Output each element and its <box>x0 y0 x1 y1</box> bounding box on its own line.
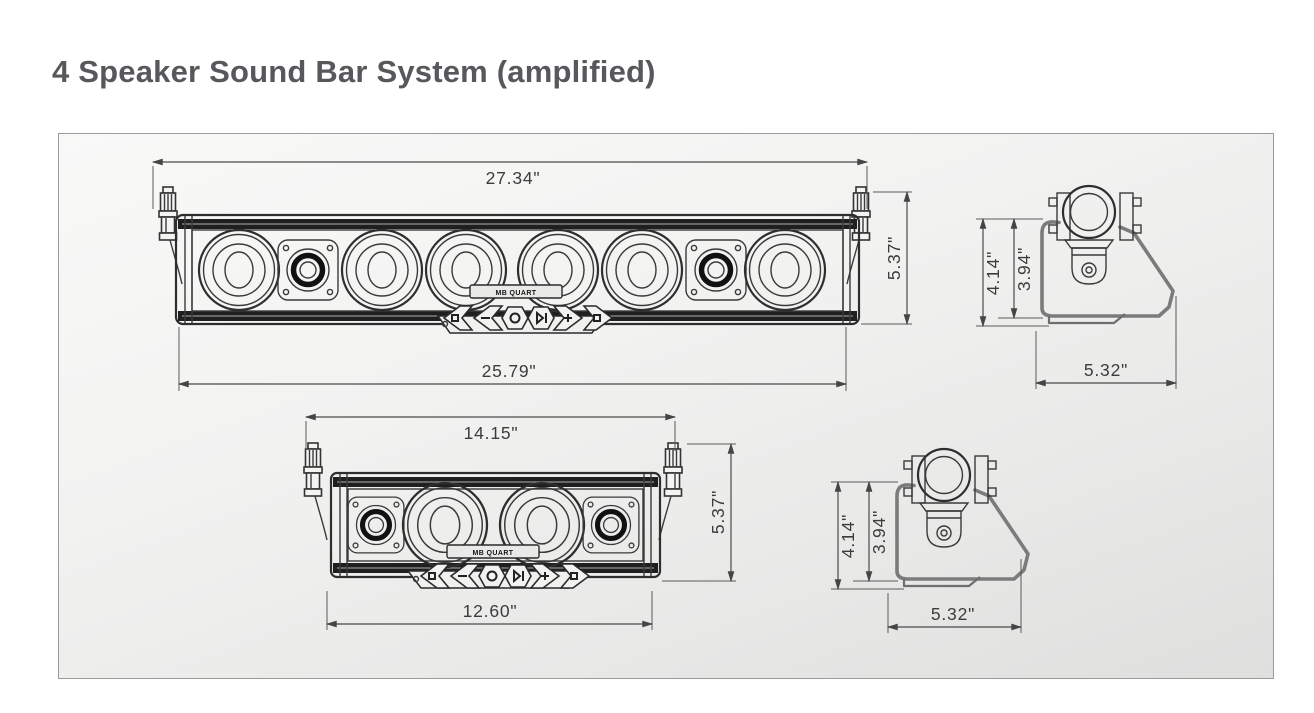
tweeter-speaker <box>348 497 404 553</box>
dim-soundbar8-overall-width: 27.34" <box>151 158 869 209</box>
svg-text:25.79": 25.79" <box>482 361 537 381</box>
diagram-panel: MB QUART 27.34" 25.79" <box>58 133 1274 679</box>
woofer-speaker <box>340 228 424 312</box>
power-button-icon <box>478 564 506 588</box>
svg-text:5.37": 5.37" <box>884 236 904 280</box>
tube-clamp-knob <box>303 442 328 541</box>
control-buttons <box>406 563 590 589</box>
svg-text:14.15": 14.15" <box>464 423 519 443</box>
soundbar-8-front-view: MB QUART <box>158 186 871 334</box>
control-buttons <box>436 305 613 334</box>
tube-clamp-knob <box>658 442 683 541</box>
brand-badge-label: MB QUART <box>496 290 537 297</box>
dim-soundbar8-body-width: 25.79" <box>177 327 848 391</box>
dim-bracket-bottom-base-width: 5.32" <box>886 559 1023 633</box>
play-pause-button-icon <box>527 306 555 330</box>
page-title: 4 Speaker Sound Bar System (amplified) <box>52 53 656 89</box>
tweeter-speaker <box>583 497 639 553</box>
svg-text:12.60": 12.60" <box>463 601 518 621</box>
dim-bracket-bottom-body-height: 3.94" <box>853 480 898 583</box>
svg-text:3.94": 3.94" <box>869 510 889 554</box>
woofer-speaker <box>197 228 281 312</box>
dim-bracket-top-body-height: 3.94" <box>998 217 1043 320</box>
tweeter-speaker <box>686 240 746 300</box>
power-button-icon <box>501 306 529 330</box>
technical-drawing: MB QUART 27.34" 25.79" <box>151 158 1178 633</box>
svg-text:27.34": 27.34" <box>486 168 541 188</box>
dim-bracket-top-base-width: 5.32" <box>1034 296 1178 389</box>
dim-soundbar4-overall-width: 14.15" <box>304 413 677 451</box>
svg-text:5.32": 5.32" <box>931 604 975 624</box>
soundbar-4-front-view: MB QUART <box>303 442 683 589</box>
brand-badge <box>446 544 540 559</box>
brand-badge <box>469 284 563 299</box>
dim-soundbar8-height: 5.37" <box>861 190 912 326</box>
mount-bracket-top-view <box>1040 184 1175 325</box>
svg-text:4.14": 4.14" <box>838 514 858 558</box>
tweeter-speaker <box>278 240 338 300</box>
svg-text:4.14": 4.14" <box>983 251 1003 295</box>
dim-soundbar4-body-width: 12.60" <box>325 591 654 630</box>
mount-bracket-bottom-view <box>895 447 1030 588</box>
svg-text:5.32": 5.32" <box>1084 360 1128 380</box>
dim-bracket-bottom-clamp-height: 4.14" <box>831 480 904 591</box>
brand-badge-label: MB QUART <box>473 550 514 557</box>
play-pause-button-icon <box>504 564 532 588</box>
woofer-speaker <box>743 228 827 312</box>
tube-clamp-knob <box>158 186 183 285</box>
woofer-speaker <box>600 228 684 312</box>
svg-text:3.94": 3.94" <box>1014 247 1034 291</box>
dim-bracket-top-clamp-height: 4.14" <box>976 217 1049 328</box>
dim-soundbar4-height: 5.37" <box>662 442 736 583</box>
svg-text:5.37": 5.37" <box>708 490 728 534</box>
